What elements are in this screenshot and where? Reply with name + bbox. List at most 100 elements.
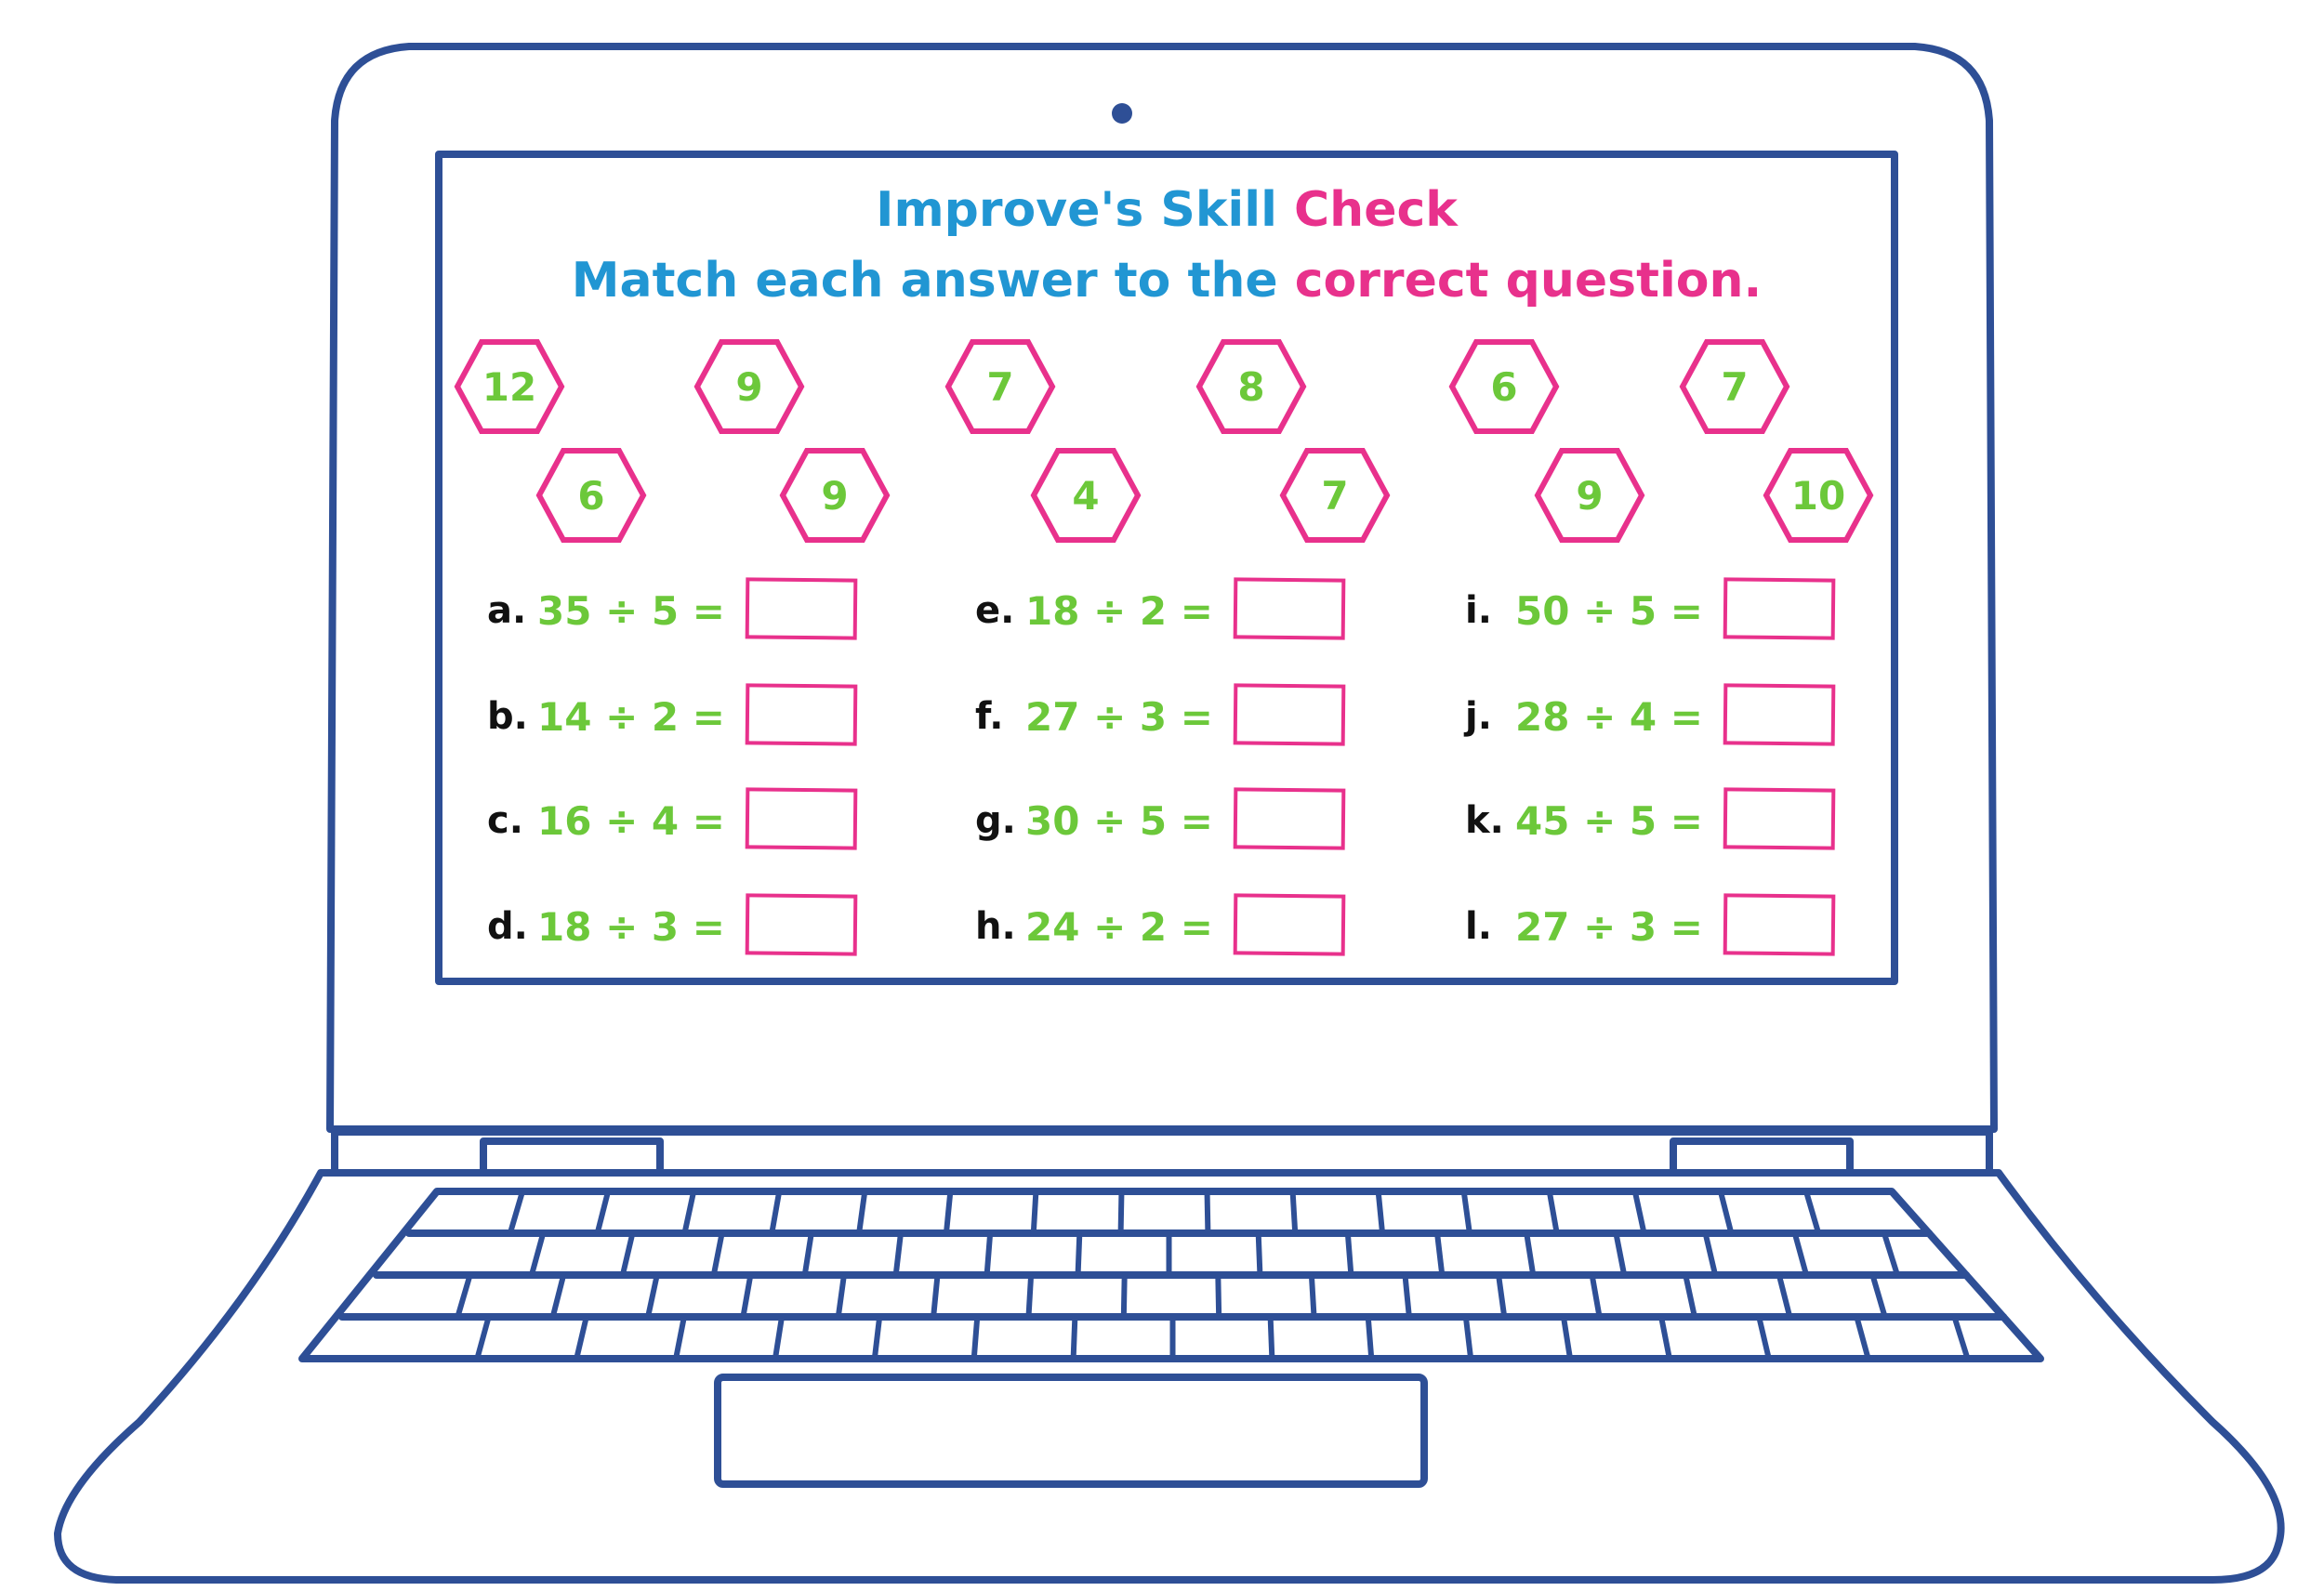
keyboard-key-divider — [1546, 1190, 1560, 1234]
question-label: f. — [975, 695, 1004, 738]
answer-hexagon[interactable]: 7 — [1679, 338, 1790, 435]
hexagon-icon — [454, 339, 565, 434]
question-expression: 14 ÷ 2 = — [537, 693, 725, 740]
question-row: e.18 ÷ 2 = — [975, 577, 1346, 643]
hexagon-icon — [1279, 448, 1391, 543]
question-expression: 35 ÷ 5 = — [537, 587, 725, 634]
keyboard-key-divider — [1951, 1316, 1971, 1360]
answer-hexagon[interactable]: 9 — [779, 447, 891, 544]
question-row: d.18 ÷ 3 = — [487, 893, 858, 959]
answer-value: 10 — [1790, 472, 1846, 519]
answer-hexagon[interactable]: 4 — [1030, 447, 1142, 544]
question-label: b. — [487, 695, 528, 738]
keyboard-key-divider — [1803, 1190, 1822, 1234]
answer-box[interactable] — [1233, 787, 1346, 850]
question-label: l. — [1465, 905, 1492, 948]
keyboard-key-divider — [1869, 1274, 1888, 1318]
keyboard-key-divider — [645, 1274, 660, 1318]
answer-hexagon[interactable]: 7 — [1279, 447, 1391, 544]
keyboard-key-divider — [474, 1316, 492, 1360]
keyboard-key-divider — [769, 1190, 783, 1234]
hexagon-icon — [1763, 448, 1874, 543]
answer-value: 9 — [1576, 472, 1604, 519]
hexagon-icon — [1679, 339, 1790, 434]
question-label: g. — [975, 799, 1016, 842]
question-expression: 27 ÷ 3 = — [1515, 903, 1703, 950]
question-row: c. 16 ÷ 4 = — [487, 787, 858, 853]
question-label: c. — [487, 799, 523, 842]
hexagon-icon — [1534, 448, 1645, 543]
title-part1: Improve's Skill — [876, 182, 1277, 238]
keyboard-key-divider — [507, 1190, 525, 1234]
keyboard-key-divider — [681, 1190, 697, 1234]
keyboard-key-divider — [1791, 1232, 1809, 1276]
answer-box[interactable] — [1723, 683, 1836, 746]
keyboard-key-divider — [1756, 1316, 1772, 1360]
keyboard-key-divider — [1117, 1190, 1125, 1234]
question-expression: 18 ÷ 2 = — [1025, 587, 1213, 634]
answer-box[interactable] — [745, 577, 858, 640]
keyboard-key-divider — [1025, 1274, 1035, 1318]
question-expression: 18 ÷ 3 = — [537, 903, 725, 950]
keyboard-key-divider — [1561, 1316, 1573, 1360]
keyboard-key-divider — [673, 1316, 687, 1360]
answer-hexagon[interactable]: 9 — [1534, 447, 1645, 544]
question-expression: 27 ÷ 3 = — [1025, 693, 1213, 740]
question-expression: 45 ÷ 5 = — [1515, 797, 1703, 844]
question-label: j. — [1465, 695, 1492, 738]
keyboard-key-divider — [1589, 1274, 1603, 1318]
hexagon-icon — [779, 448, 891, 543]
answer-box[interactable] — [1723, 787, 1836, 850]
keyboard-key-divider — [710, 1232, 725, 1276]
keyboard-key-divider — [1613, 1232, 1628, 1276]
answer-value: 6 — [1490, 363, 1518, 410]
keyboard-key-divider — [619, 1232, 636, 1276]
hexagon-icon — [1195, 339, 1307, 434]
question-expression: 16 ÷ 4 = — [537, 797, 725, 844]
keyboard-key-divider — [574, 1316, 589, 1360]
question-row: k.45 ÷ 5 = — [1465, 787, 1836, 853]
answer-hexagon[interactable]: 6 — [535, 447, 647, 544]
answer-box[interactable] — [745, 893, 858, 956]
question-expression: 30 ÷ 5 = — [1025, 797, 1213, 844]
laptop-base — [54, 1169, 2285, 1584]
laptop-lid — [326, 43, 1998, 1133]
answer-value: 12 — [482, 363, 537, 410]
answer-value: 9 — [735, 363, 763, 410]
answer-value: 8 — [1237, 363, 1265, 410]
title-part2: Check — [1294, 182, 1458, 238]
answer-value: 7 — [986, 363, 1014, 410]
worksheet-title: Improve's Skill Check — [441, 182, 1893, 238]
answer-box[interactable] — [745, 683, 858, 746]
answer-hexagon[interactable]: 9 — [693, 338, 805, 435]
answer-hexagon[interactable]: 12 — [454, 338, 565, 435]
answer-box[interactable] — [1233, 893, 1346, 956]
keyboard-key-divider — [1434, 1232, 1446, 1276]
keyboard-key-divider — [1120, 1274, 1128, 1318]
answer-box[interactable] — [1723, 893, 1836, 956]
answer-value: 9 — [821, 472, 849, 519]
keyboard-key-divider — [871, 1316, 883, 1360]
question-row: h.24 ÷ 2 = — [975, 893, 1346, 959]
question-row: g.30 ÷ 5 = — [975, 787, 1346, 853]
answer-hexagon[interactable]: 8 — [1195, 338, 1307, 435]
answer-box[interactable] — [1233, 683, 1346, 746]
answer-hexagon[interactable]: 7 — [944, 338, 1056, 435]
keyboard-key-divider — [1702, 1232, 1719, 1276]
answer-hexagon[interactable]: 6 — [1448, 338, 1560, 435]
answer-box[interactable] — [1723, 577, 1836, 640]
question-expression: 24 ÷ 2 = — [1025, 903, 1213, 950]
keyboard-key-divider — [1631, 1190, 1647, 1234]
answer-hexagon[interactable]: 10 — [1763, 447, 1874, 544]
keyboard-key-divider — [740, 1274, 754, 1318]
keyboard-key-divider — [1030, 1190, 1039, 1234]
answer-box[interactable] — [1233, 577, 1346, 640]
answer-box[interactable] — [745, 787, 858, 850]
keyboard-key-divider — [549, 1274, 567, 1318]
keyboard-key-divider — [1308, 1274, 1317, 1318]
keyboard-key-divider — [943, 1190, 954, 1234]
webcam-dot-icon — [1112, 103, 1132, 124]
question-row: j.28 ÷ 4 = — [1465, 683, 1836, 749]
answer-value: 6 — [577, 472, 605, 519]
